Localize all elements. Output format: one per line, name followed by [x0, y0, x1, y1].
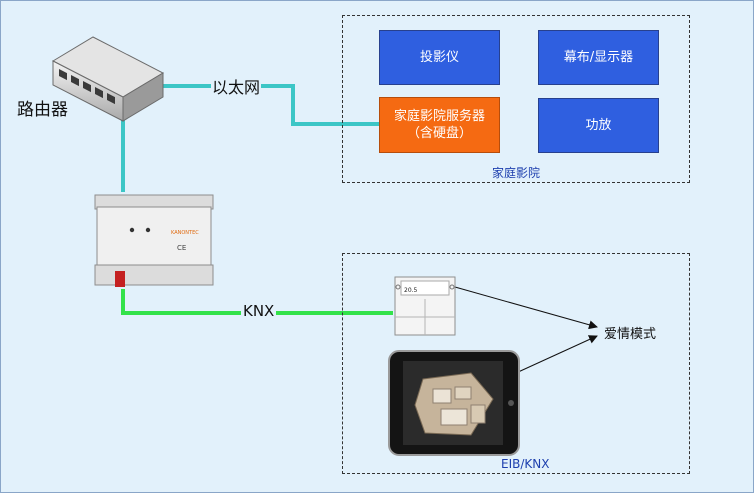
- panel-readout: 20.5: [404, 287, 418, 294]
- knx-label: KNX: [241, 302, 277, 320]
- amplifier-box: 功放: [538, 98, 659, 153]
- knx-line: [121, 289, 393, 315]
- server-label-line2: （含硬盘）: [406, 126, 472, 141]
- wall-panel-icon: 20.5: [394, 276, 456, 336]
- home-theater-group-label: 家庭影院: [492, 166, 541, 180]
- tablet-scene-arrow: [515, 335, 598, 374]
- eib-knx-group: [342, 253, 690, 474]
- eib-knx-group-label: EIB/KNX: [501, 457, 550, 471]
- gateway-brand: KANONTEC: [171, 230, 199, 236]
- screen-box: 幕布/显示器: [538, 30, 659, 85]
- projector-box: 投影仪: [379, 30, 500, 85]
- panel-scene-arrow: [454, 286, 598, 330]
- router-icon: [51, 36, 165, 122]
- router-label: 路由器: [17, 100, 68, 120]
- server-label-line1: 家庭影院服务器: [393, 109, 485, 124]
- tablet-icon: [388, 350, 520, 456]
- theater-server-box: 家庭影院服务器 （含硬盘）: [379, 97, 500, 153]
- scene-label: 爱情模式: [604, 327, 657, 342]
- home-theater-group: [342, 15, 690, 183]
- ethernet-label: 以太网: [211, 74, 262, 98]
- knx-gateway-icon: KANONTEC CE: [94, 194, 214, 287]
- svg-text:CE: CE: [177, 244, 186, 252]
